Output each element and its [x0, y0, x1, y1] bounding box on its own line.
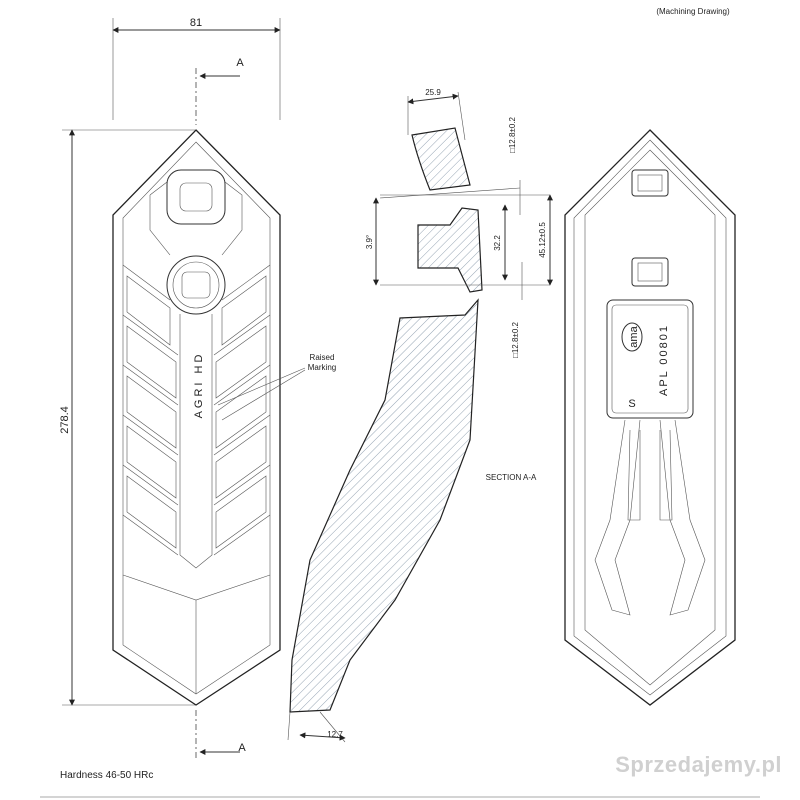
dim-hole-top: □12.8±0.2: [508, 116, 517, 152]
back-view: ama APL 00801 S: [564, 129, 736, 706]
raised-text: AGRI HD: [193, 352, 205, 419]
height-dimension: 278.4: [59, 406, 71, 434]
width-dimension: 81: [190, 17, 202, 29]
dim-top: 25.9: [425, 88, 441, 97]
title-note: (Machining Drawing): [656, 7, 730, 16]
part-number: APL 00801: [658, 324, 670, 396]
front-outline: [112, 129, 281, 706]
hardness-note: Hardness 46-50 HRc: [60, 770, 153, 781]
logo-text: ama: [628, 325, 640, 347]
dim-hole-bottom: □12.8±0.2: [511, 321, 520, 357]
dim-angle: 3.9°: [365, 235, 374, 249]
section-marker-top: A: [236, 57, 244, 69]
dim-center: 32.2: [493, 235, 502, 251]
logo-mark-icon: S: [628, 398, 635, 410]
dim-overall: 45.12±0.5: [538, 222, 547, 258]
watermark: Sprzedajemy.pl: [615, 752, 782, 777]
section-view: 25.9 3.9° 32.2 45.12±0.5 □12.8±0.2 □12.8…: [287, 88, 553, 743]
dim-tip: 12.7: [327, 730, 343, 739]
section-marker-bottom: A: [238, 742, 246, 754]
raised-marking-label-line1: Raised: [310, 353, 335, 362]
front-view: 81 278.4 A A: [59, 17, 336, 760]
raised-marking-label-line2: Marking: [308, 363, 336, 372]
section-title: SECTION A-A: [486, 473, 537, 482]
